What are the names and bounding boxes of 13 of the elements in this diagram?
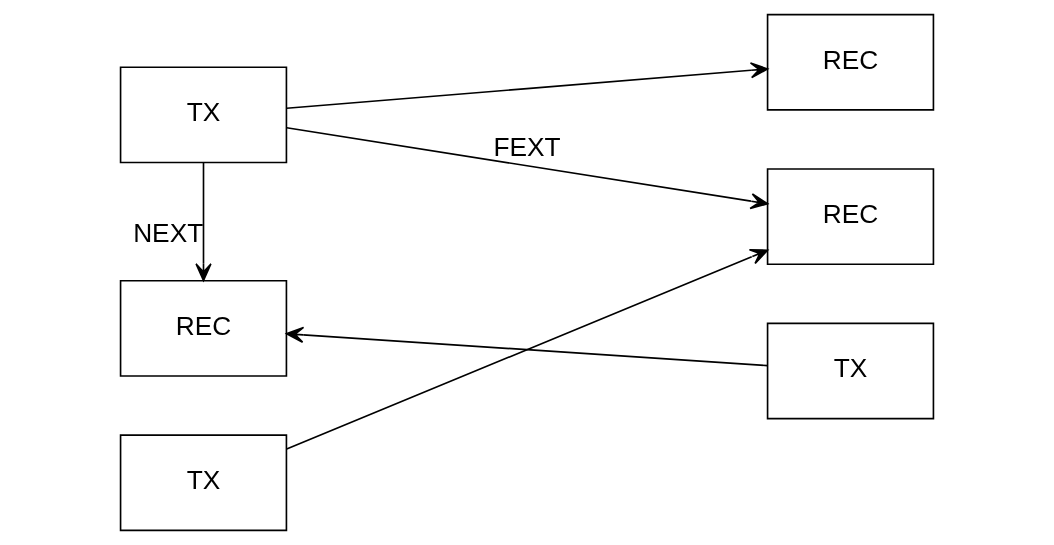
arrow [285,248,769,450]
edge-label: FEXT [493,131,561,162]
arrow [195,161,212,282]
node-box: REC [766,168,935,266]
node-box: TX [766,322,935,420]
node-box: TX [119,66,288,164]
arrow [285,126,769,210]
edge-label: NEXT [133,218,204,249]
arrow [285,62,769,109]
arrow [285,326,769,367]
node-box: REC [119,279,288,377]
node-box: REC [766,13,935,111]
node-box: TX [119,434,288,532]
